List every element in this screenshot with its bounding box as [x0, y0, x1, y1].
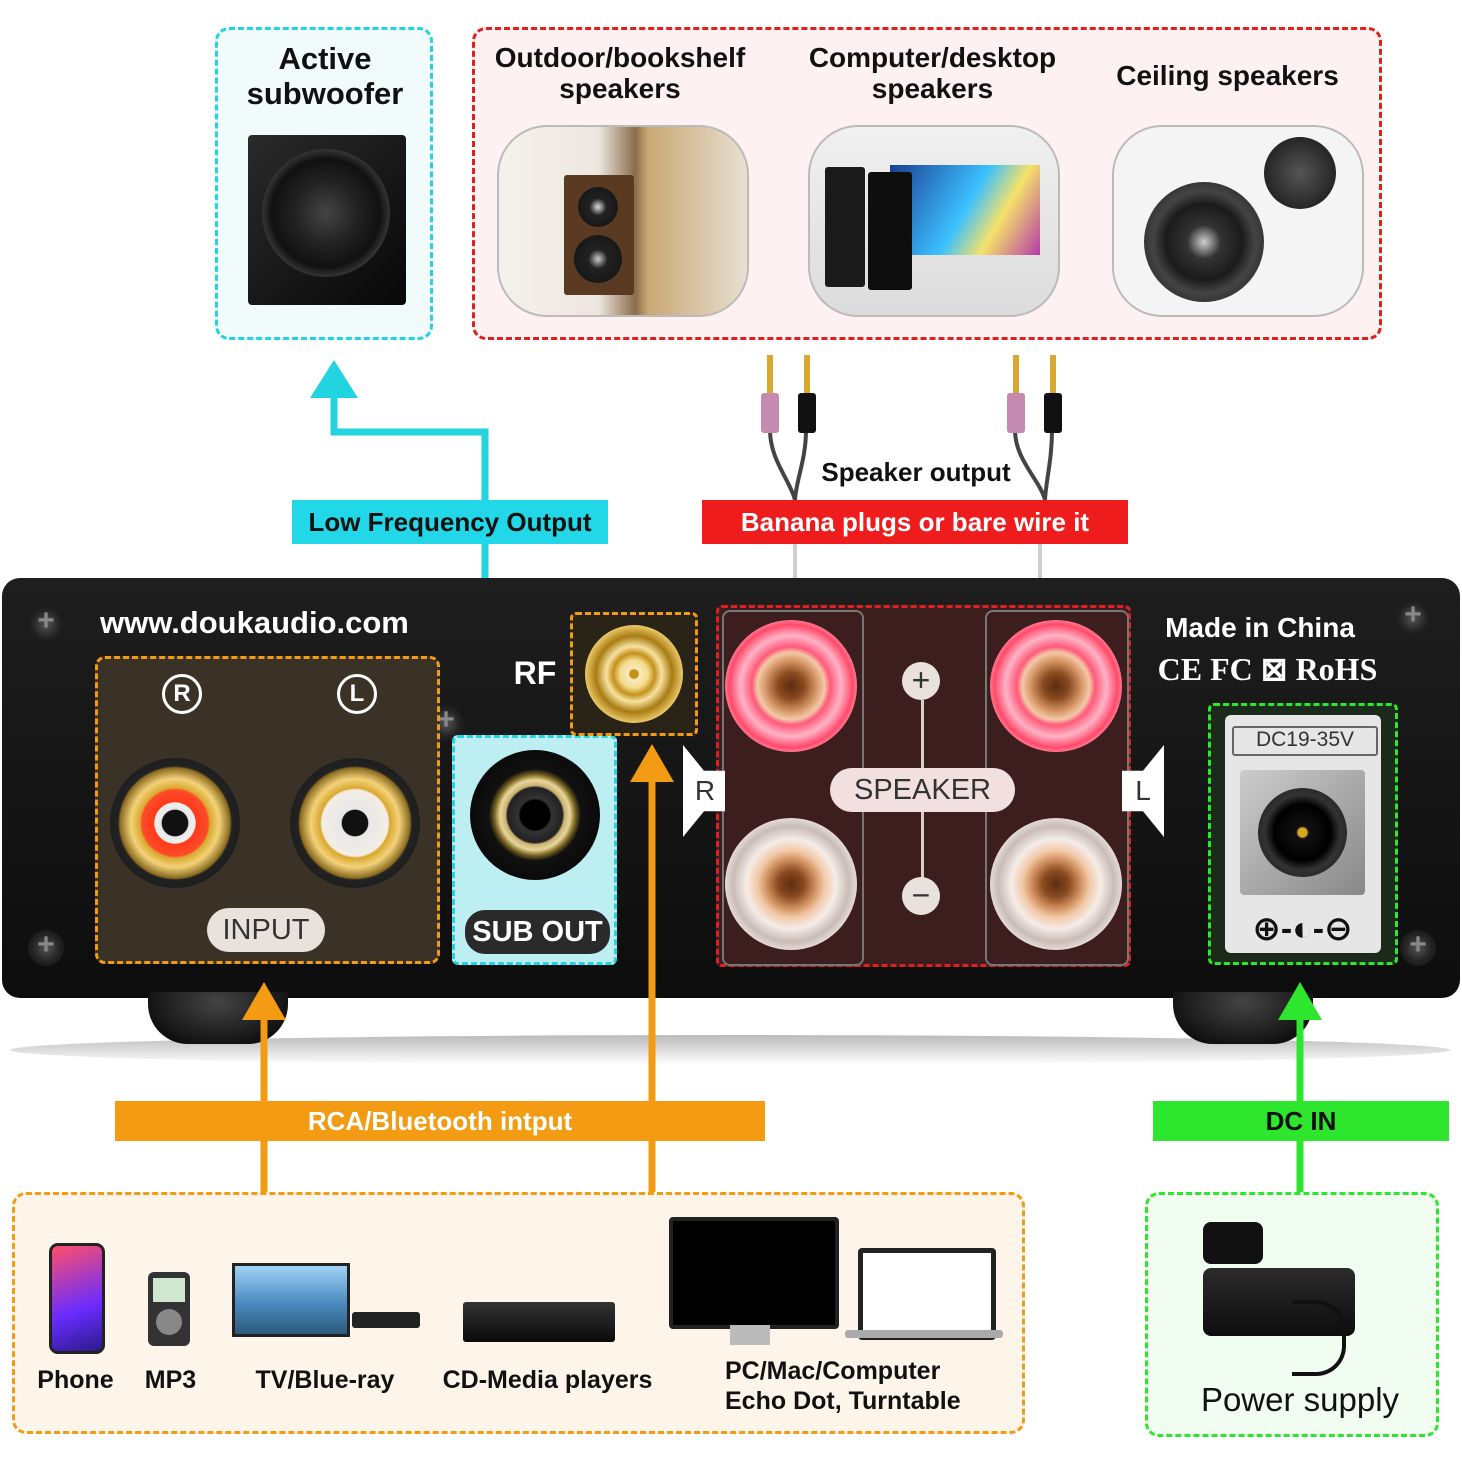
- monitor-image: [669, 1217, 839, 1329]
- minus-label: −: [911, 877, 931, 913]
- minus-icon: −: [902, 877, 940, 915]
- ceiling-speaker-image: [1112, 125, 1364, 317]
- mp3-image: [148, 1272, 190, 1346]
- dc-in-banner: DC IN: [1153, 1101, 1449, 1141]
- banana-plug-black-left: [797, 355, 817, 433]
- dc-power-socket[interactable]: [1240, 770, 1365, 895]
- device-label-pc: PC/Mac/Computer Echo Dot, Turntable: [725, 1357, 961, 1415]
- laptop-image: [858, 1248, 996, 1340]
- low-frequency-banner: Low Frequency Output: [292, 500, 608, 544]
- rca-jack-right[interactable]: [110, 758, 240, 888]
- plus-label: +: [911, 662, 931, 698]
- speaker-type-label-ceiling: Ceiling speakers: [1116, 60, 1339, 91]
- speaker-type-label-desktop: Computer/desktop speakers: [808, 42, 1057, 105]
- rca-jack-left[interactable]: [290, 758, 420, 888]
- website-label: www.doukaudio.com: [100, 605, 409, 640]
- banana-plug-red-left: [760, 355, 780, 433]
- binding-post-l-minus[interactable]: [990, 818, 1122, 950]
- monitor-stand: [730, 1325, 770, 1345]
- speaker-r-side-label: R: [694, 775, 716, 806]
- l-circle-icon: L: [337, 674, 377, 714]
- binding-post-r-minus[interactable]: [725, 818, 857, 950]
- certifications-label: CE FC ⊠ RoHS: [1157, 651, 1378, 687]
- laptop-base: [845, 1330, 1003, 1338]
- device-label-phone: Phone: [37, 1366, 114, 1394]
- router-image: [352, 1312, 420, 1328]
- power-supply-label: Power supply: [1200, 1381, 1400, 1418]
- binding-post-r-plus[interactable]: [725, 620, 857, 752]
- sub-out-jack[interactable]: [470, 750, 600, 880]
- tv-image: [232, 1263, 350, 1337]
- rca-bluetooth-banner: RCA/Bluetooth intput: [115, 1101, 765, 1141]
- r-label: R: [173, 680, 191, 707]
- banana-plug-black-right: [1043, 355, 1063, 433]
- r-circle-icon: R: [162, 674, 202, 714]
- screw-icon: [1395, 598, 1431, 636]
- screw-icon: [28, 928, 64, 966]
- subwoofer-label: Active subwoofer: [246, 41, 404, 111]
- power-cable-image: [1203, 1222, 1263, 1264]
- banana-plug-banner: Banana plugs or bare wire it: [702, 500, 1128, 544]
- screw-icon: [1400, 928, 1436, 966]
- power-cord-image: [1292, 1300, 1346, 1376]
- binding-post-l-plus[interactable]: [990, 620, 1122, 752]
- bookshelf-speaker-cab: [564, 175, 634, 295]
- subwoofer-cone: [262, 149, 390, 277]
- device-label-mp3: MP3: [144, 1366, 197, 1394]
- screw-icon: [28, 604, 64, 642]
- speaker-l-side-label: L: [1135, 775, 1151, 806]
- cd-player-image: [463, 1302, 615, 1342]
- input-label: INPUT: [207, 908, 325, 952]
- subwoofer-image: [248, 135, 406, 305]
- speaker-output-label: Speaker output: [821, 457, 1011, 487]
- dc-voltage-label: DC19-35V: [1232, 726, 1378, 756]
- phone-image: [49, 1243, 105, 1354]
- device-label-tv: TV/Blue-ray: [255, 1366, 395, 1394]
- sub-out-label: SUB OUT: [463, 908, 612, 956]
- banana-plug-red-right: [1006, 355, 1026, 433]
- made-in-label: Made in China: [1165, 612, 1355, 643]
- dc-polarity-icon: ⊕-◐-⊖: [1252, 910, 1353, 948]
- rf-antenna-connector[interactable]: [585, 625, 683, 723]
- device-label-cd: CD-Media players: [442, 1366, 653, 1394]
- bookshelf-speaker-image: [497, 125, 749, 317]
- desktop-speaker-image: [808, 125, 1060, 317]
- l-label: L: [349, 680, 365, 707]
- speaker-type-label-bookshelf: Outdoor/bookshelf speakers: [494, 42, 746, 105]
- plus-icon: +: [902, 662, 940, 700]
- speaker-label: SPEAKER: [830, 768, 1015, 812]
- rf-label: RF: [513, 655, 557, 691]
